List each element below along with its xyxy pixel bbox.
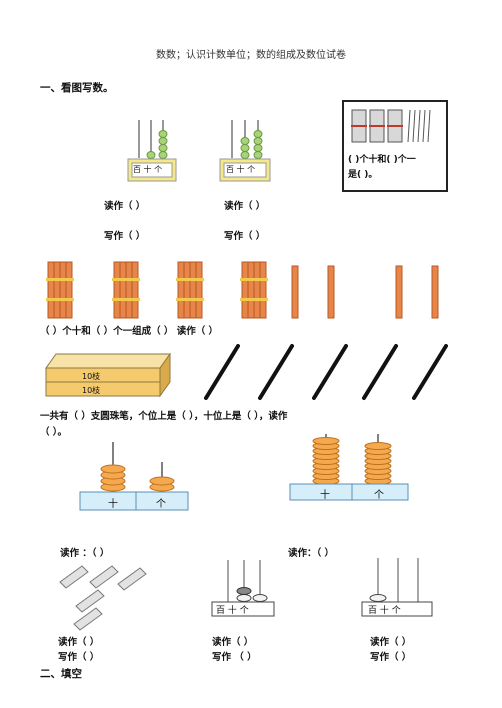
- bundle-box-text-1: ( )个十和( )个一: [348, 155, 416, 165]
- abacus-e: [211, 560, 275, 617]
- read-answer-c: 读作 ：（ ）: [60, 548, 110, 559]
- abacus-b-label: 百 十 个: [226, 165, 256, 174]
- read-answer-1: 读作（ ）: [104, 201, 146, 212]
- grey-bundles: [59, 565, 147, 631]
- read-answer-f: 读作（ ）: [212, 637, 254, 648]
- ballpoint-pens: [204, 344, 448, 400]
- write-answer-f: 写作 （ ）: [212, 652, 257, 663]
- pencil-boxes: [45, 352, 171, 398]
- abacus-d-label: 百 十 个: [368, 606, 401, 616]
- orange-sticks: [46, 261, 439, 319]
- read-answer-e: 读作（ ）: [58, 637, 100, 648]
- page-title: 数数；认识计数单位；数的组成及数位试卷: [156, 50, 346, 61]
- abacus-a: [127, 120, 177, 182]
- read-answer-g: 读作（ ）: [370, 637, 412, 648]
- stick-bundles: [351, 109, 431, 143]
- box-label-1: 10枝: [82, 372, 101, 381]
- write-answer-g: 写作（ ）: [370, 652, 412, 663]
- write-answer-2: 写作（ ）: [224, 231, 266, 242]
- section-2-heading: 二、填空: [40, 668, 82, 680]
- box-label-2: 10枝: [82, 386, 101, 395]
- place-label-ten: 十: [108, 499, 118, 510]
- write-answer-e: 写作（ ）: [58, 652, 100, 663]
- place-label-one-b: 个: [374, 490, 384, 501]
- abacus-f: [361, 558, 433, 617]
- bundle-count-box: [342, 100, 448, 192]
- pens-question-line-2: （ ）。: [40, 427, 68, 438]
- read-answer-d: 读作：（ ）: [288, 548, 335, 559]
- abacus-a-label: 百 十 个: [133, 165, 163, 174]
- read-answer-2: 读作（ ）: [224, 201, 266, 212]
- place-abacus-d: [289, 434, 409, 501]
- bundle-box-text-2: 是( )。: [348, 170, 378, 180]
- bundle-1: [46, 261, 74, 319]
- place-abacus-c: [79, 442, 189, 511]
- pens-question-line-1: 一共有（ ）支圆珠笔，个位上是（ ），十位上是（ ），读作: [40, 411, 288, 422]
- abacus-c-label: 百 十 个: [216, 606, 249, 616]
- place-label-one: 个: [156, 499, 166, 510]
- place-label-ten-b: 十: [320, 490, 330, 501]
- section-1-heading: 一、看图写数。: [40, 82, 114, 94]
- abacus-b: [219, 120, 271, 182]
- write-answer-1: 写作（ ）: [104, 231, 146, 242]
- sticks-question: （ ）个十和（ ）个一组成（ ） 读作（ ）: [40, 326, 219, 337]
